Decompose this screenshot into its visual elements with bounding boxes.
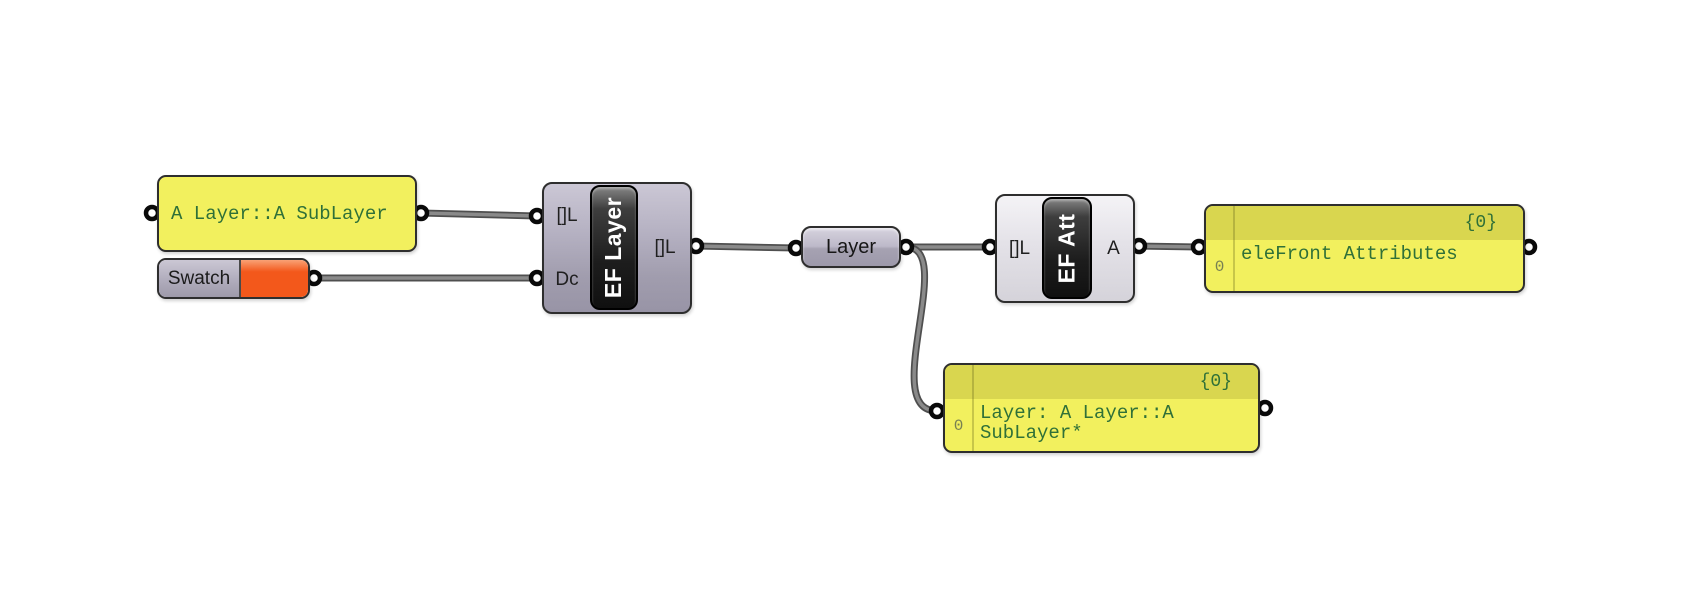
ef-layer-output-label: []L xyxy=(654,237,676,258)
ef-att-name-label: EF Att xyxy=(1053,213,1080,283)
grip-layerpanel-output[interactable] xyxy=(1256,399,1274,417)
ef-layer-component[interactable]: []L Dc EF Layer []L xyxy=(542,182,692,314)
layer-panel-text: Layer: A Layer::A SubLayer* xyxy=(980,402,1174,444)
wire-group xyxy=(310,209,1203,415)
panel-entry: 0 eleFront Attributes xyxy=(1206,242,1523,291)
wire-eflayer-to-layer-core xyxy=(694,244,798,250)
panel-gutter-line xyxy=(1233,206,1235,291)
layer-name-panel-text: A Layer::A SubLayer xyxy=(171,202,388,225)
ef-layer-input-layers-label: []L xyxy=(556,205,578,226)
swatch-label: Swatch xyxy=(159,260,239,297)
layer-param-label: Layer xyxy=(825,235,877,258)
wire-panel-to-eflayer-core xyxy=(419,211,539,218)
ef-layer-name-capsule[interactable]: EF Layer xyxy=(590,185,638,310)
grip-layerparam-output[interactable] xyxy=(897,238,915,256)
ef-layer-name-label: EF Layer xyxy=(600,196,627,299)
attributes-output-panel[interactable]: {0} 0 eleFront Attributes xyxy=(1204,204,1525,293)
panel-gutter-line xyxy=(972,365,974,451)
layer-name-panel[interactable]: A Layer::A SubLayer xyxy=(157,175,417,252)
color-swatch[interactable] xyxy=(239,260,308,297)
ef-att-output-label: A xyxy=(1107,237,1120,259)
ef-layer-input-dc-label: Dc xyxy=(555,269,579,290)
layer-param-component[interactable]: Layer xyxy=(801,226,901,268)
wire-layer-to-layerpanel[interactable] xyxy=(902,243,941,415)
layer-panel-path-badge: {0} xyxy=(945,365,1258,399)
attributes-panel-line-number: 0 xyxy=(1214,257,1225,276)
layer-output-panel[interactable]: {0} 0 Layer: A Layer::A SubLayer* xyxy=(943,363,1260,453)
layer-panel-line-number: 0 xyxy=(953,417,964,435)
ef-att-name-capsule[interactable]: EF Att xyxy=(1042,197,1092,299)
attributes-panel-path-badge: {0} xyxy=(1206,206,1523,240)
attributes-panel-text: eleFront Attributes xyxy=(1241,243,1458,265)
wire-efatt-to-attrpanel-core xyxy=(1137,244,1201,249)
grip-layerpanel-input[interactable] xyxy=(928,402,946,420)
ef-att-input-label: []L xyxy=(1008,237,1031,259)
panel-entry: 0 Layer: A Layer::A SubLayer* xyxy=(945,401,1258,451)
wire-layer-to-layerpanel-core xyxy=(904,245,939,413)
swatch-component[interactable]: Swatch xyxy=(157,258,310,299)
ef-att-component[interactable]: []L EF Att A xyxy=(995,194,1135,303)
